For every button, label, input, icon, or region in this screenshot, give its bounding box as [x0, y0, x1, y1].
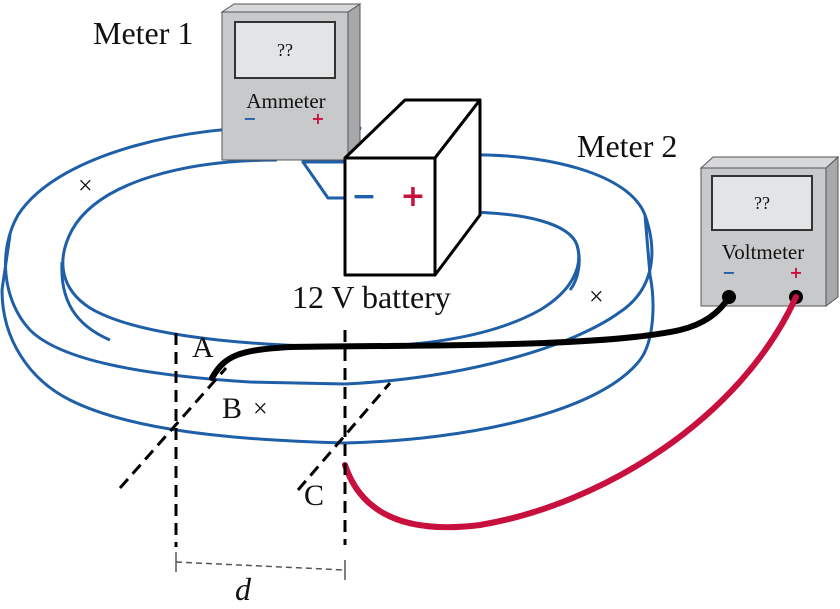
- point-a-label: A: [192, 331, 214, 364]
- distance-label: d: [235, 571, 252, 607]
- meter1-top: [220, 3, 362, 13]
- meter2-pos-sign: +: [789, 263, 802, 282]
- ring-left-side: [0, 234, 12, 291]
- meter1-display: ??: [277, 40, 293, 60]
- meter2-top: [699, 156, 840, 169]
- meter1-pos-sign: +: [311, 109, 324, 128]
- battery-neg-sign: −: [351, 179, 376, 214]
- guide-diagonal-right: [296, 382, 392, 491]
- meter1-screen: [234, 21, 336, 79]
- meter2-title: Meter 2: [577, 128, 677, 164]
- ring-outer-bottom-right: [344, 274, 655, 445]
- ring-tab-ammeter-right-front: [301, 161, 345, 200]
- battery-label: 12 V battery: [292, 279, 451, 315]
- meter1-side: [347, 3, 361, 161]
- distance-line: [175, 561, 346, 571]
- guide-diagonal-left: [118, 367, 228, 489]
- ring-inner-top-left: [61, 158, 346, 349]
- meter1-neg-sign: −: [243, 109, 256, 128]
- ring-outer-bottom-left: [0, 289, 346, 445]
- black-probe-wire: [209, 294, 732, 381]
- cross-mark-b: ×: [253, 394, 268, 423]
- ring-inner-bottom-left: [60, 261, 111, 342]
- meter1-label: Ammeter: [246, 89, 325, 113]
- cross-mark-right: ×: [589, 282, 604, 311]
- battery-pos-sign: +: [400, 179, 425, 214]
- meter1: ?? Ammeter − +: [220, 3, 362, 161]
- meter2-neg-sign: −: [722, 263, 735, 282]
- meter2-side: [825, 155, 839, 307]
- cross-mark-left: ×: [78, 171, 93, 200]
- meter2-label: Voltmeter: [722, 240, 804, 264]
- meter2-display: ??: [754, 193, 770, 213]
- ring-right-side: [643, 214, 652, 276]
- battery-front: [343, 156, 437, 277]
- point-c-label: C: [304, 479, 324, 512]
- ring-inner-bottom-right: [568, 244, 581, 291]
- meter2-screen: [711, 175, 813, 231]
- point-b-label: B: [222, 392, 242, 425]
- distance-marker: [175, 552, 346, 580]
- ring-outer-top-right: [344, 153, 654, 386]
- guide-lines: [118, 330, 392, 547]
- meter2: ?? Voltmeter − +: [699, 155, 840, 307]
- battery: [343, 98, 482, 277]
- red-probe-wire: [342, 294, 799, 531]
- meter1-title: Meter 1: [93, 15, 193, 51]
- ring-inner-top-right: [344, 210, 581, 349]
